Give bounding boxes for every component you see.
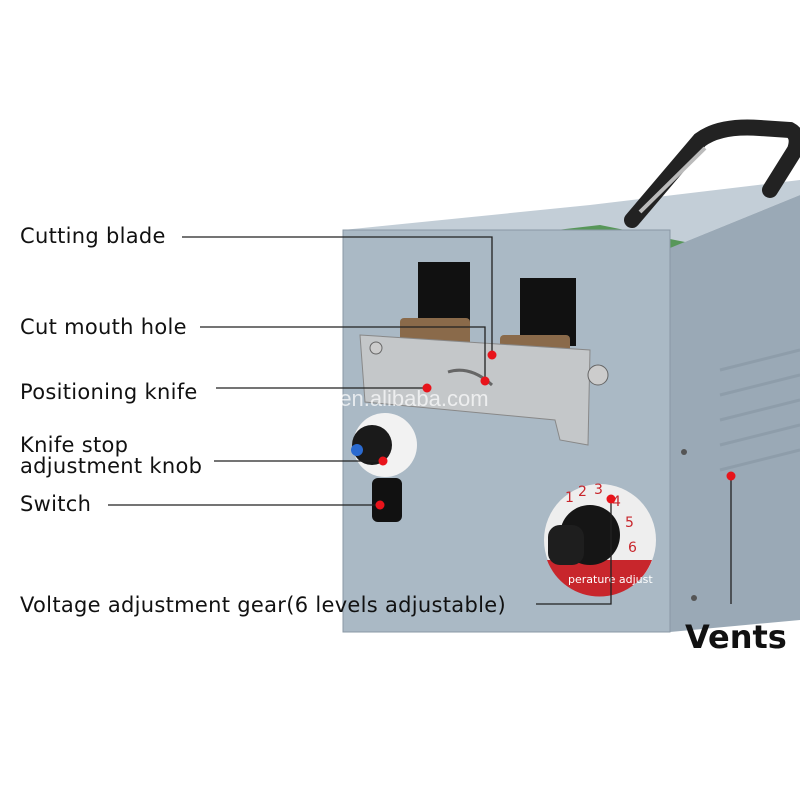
dial-number: 4 xyxy=(612,494,621,510)
vent-slots xyxy=(719,348,800,472)
knife-stop-knob xyxy=(352,425,392,465)
watermark: ylxm.en.alibaba.com xyxy=(288,386,489,411)
label-positioning-knife: Positioning knife xyxy=(20,380,198,404)
machine-side xyxy=(670,195,800,632)
label-knife-stop-adjustment: adjustment knob xyxy=(20,454,203,478)
positioning-knife-plate xyxy=(359,334,591,446)
dial-number: 3 xyxy=(594,482,603,498)
dial-number: 2 xyxy=(578,484,587,500)
label-vents: Vents xyxy=(685,618,787,656)
label-switch: Switch xyxy=(20,492,92,516)
label-cutting-blade: Cutting blade xyxy=(20,224,166,248)
power-switch xyxy=(372,478,402,522)
handle-highlight xyxy=(638,146,707,214)
blade-slot-right xyxy=(520,278,576,346)
callout-lines xyxy=(108,236,732,605)
label-knife-stop: Knife stop xyxy=(20,433,129,457)
dial-number: 6 xyxy=(628,540,637,556)
label-cut-mouth-hole: Cut mouth hole xyxy=(20,315,187,339)
dial-number: 5 xyxy=(625,515,634,531)
handle xyxy=(624,119,800,228)
dial-number: 1 xyxy=(565,490,574,506)
marker-dots xyxy=(375,350,736,510)
label-voltage-gear: Voltage adjustment gear(6 levels adjusta… xyxy=(20,593,506,617)
